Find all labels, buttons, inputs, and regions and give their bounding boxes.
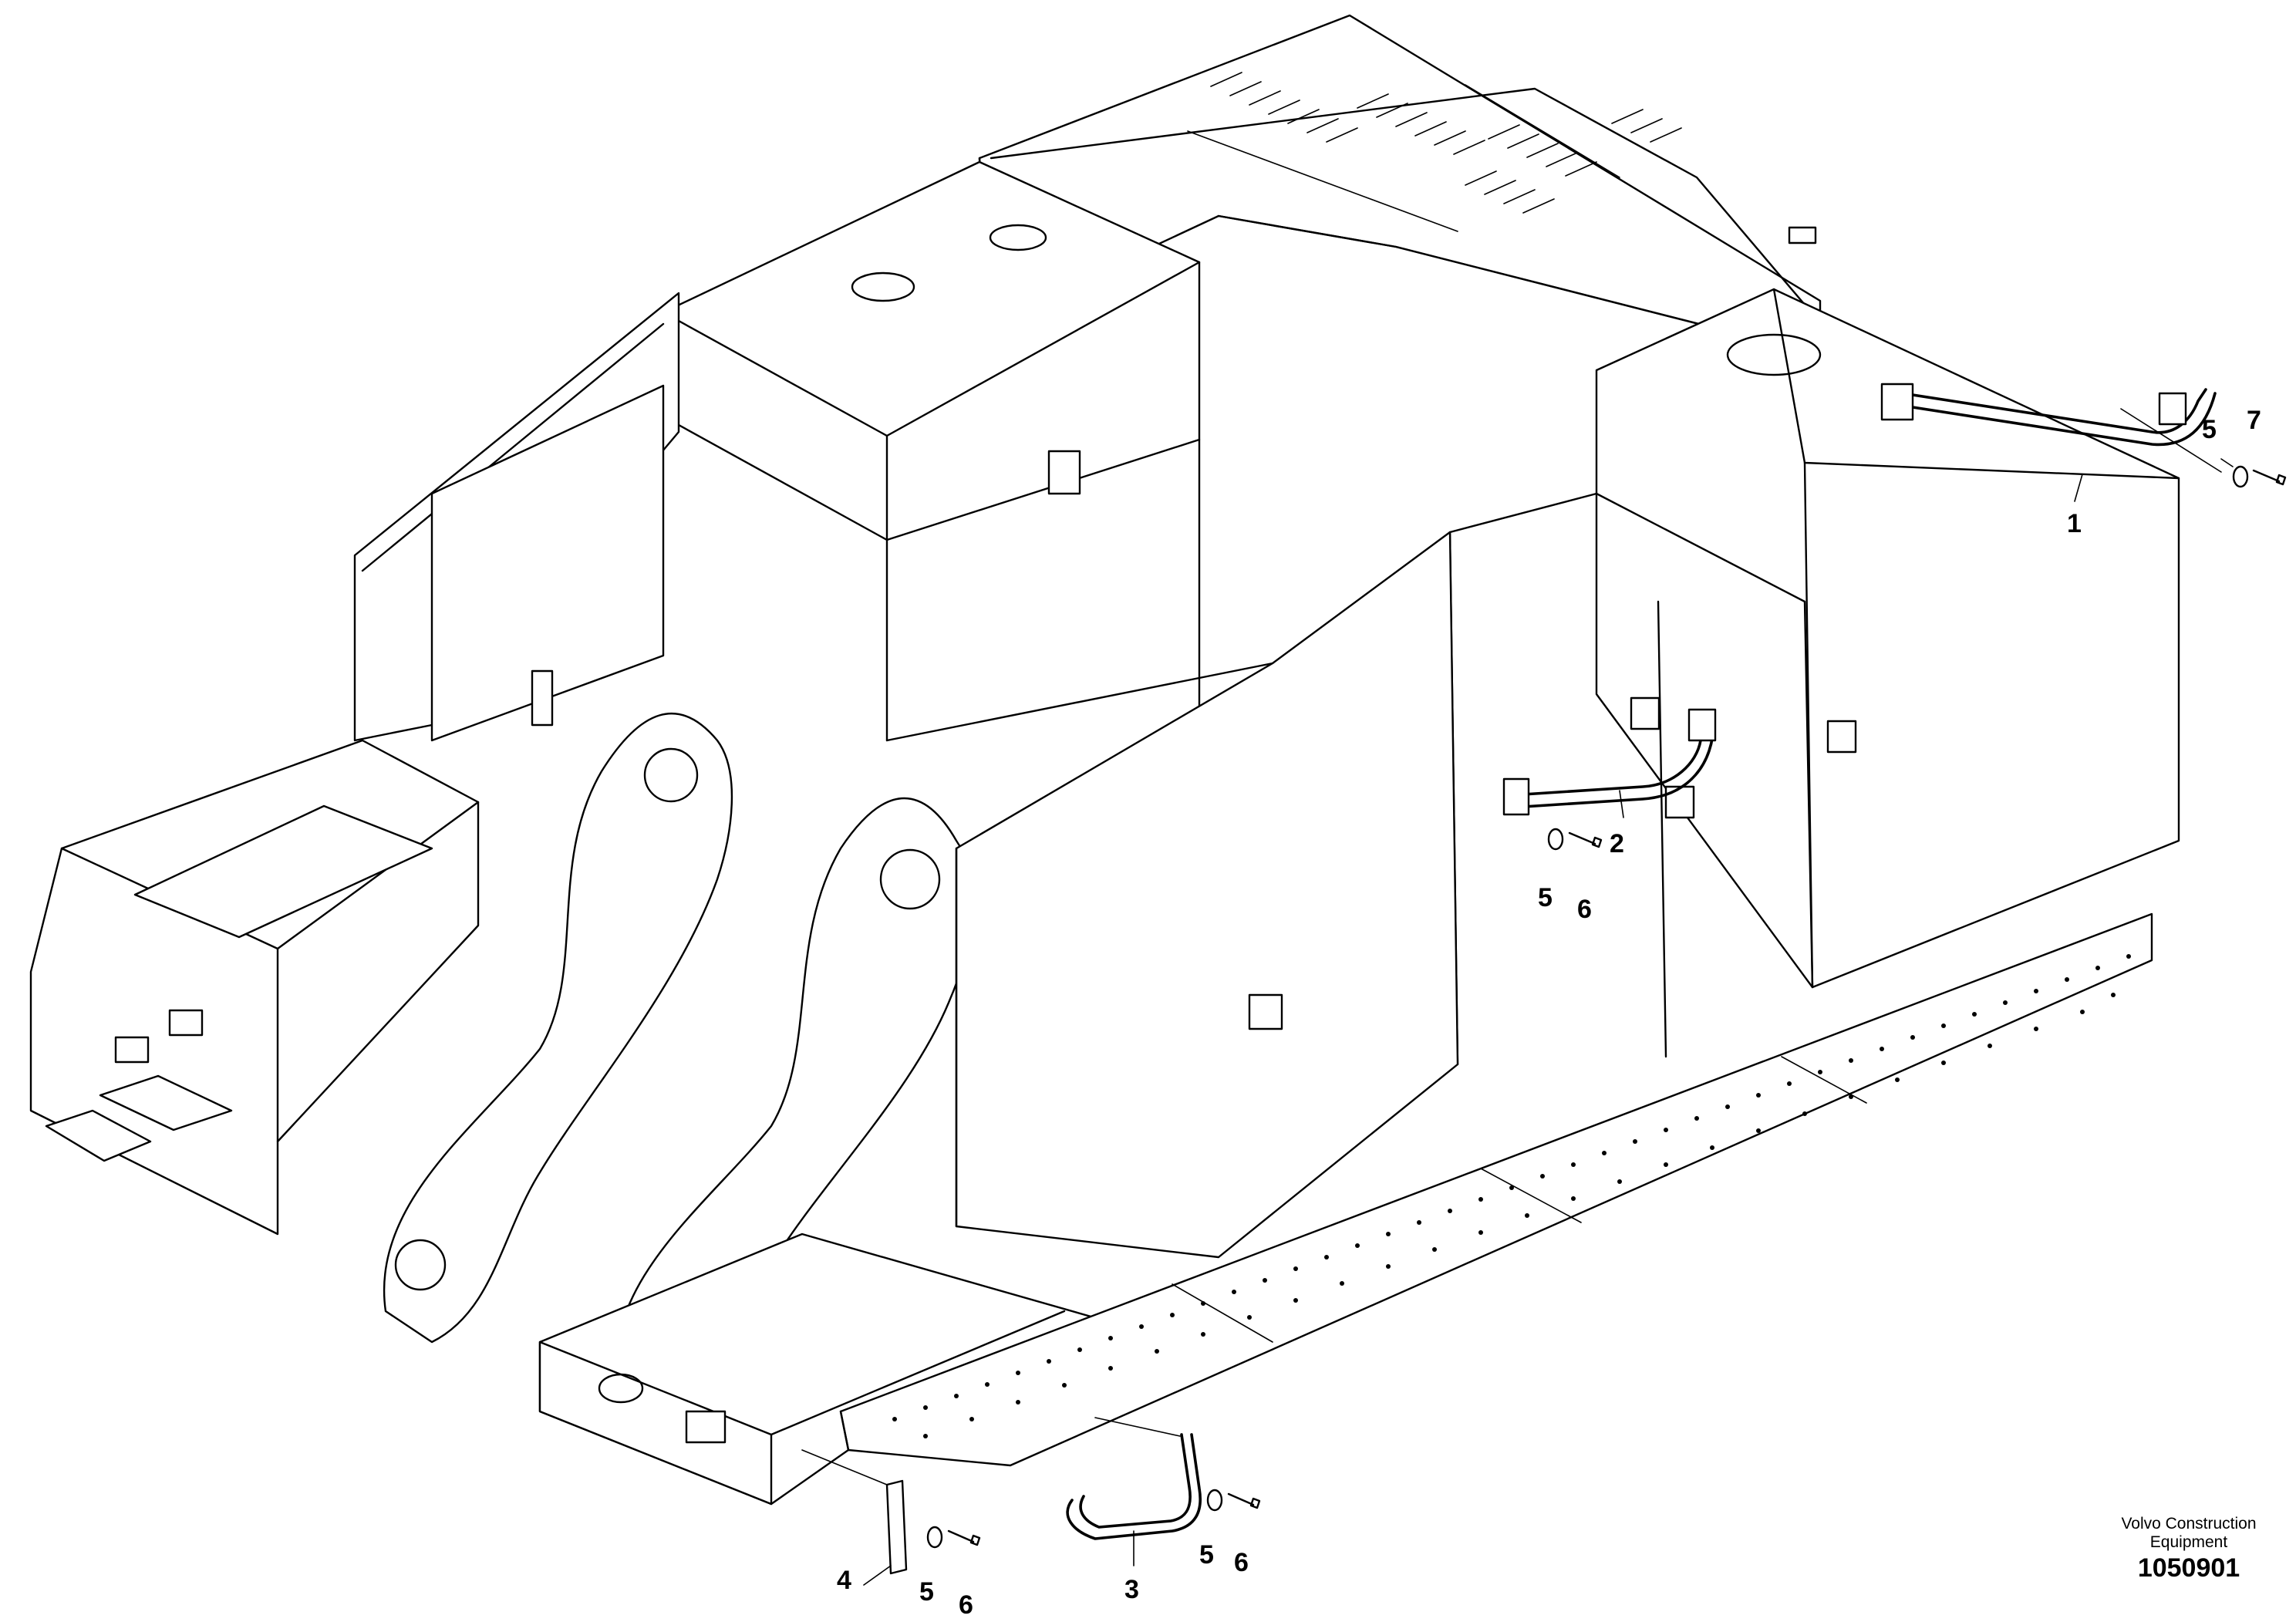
callout-5: 5 bbox=[2202, 415, 2217, 444]
tank-block bbox=[662, 160, 1201, 742]
washer-5-top bbox=[2232, 465, 2249, 488]
bolt-6-mid bbox=[1568, 831, 1603, 848]
bolt-7-top bbox=[2252, 469, 2287, 486]
part-4-plate bbox=[801, 1449, 908, 1575]
bolt-6-bottom-right bbox=[1227, 1492, 1261, 1509]
callout-6: 6 bbox=[1234, 1548, 1249, 1577]
callout-5: 5 bbox=[919, 1577, 934, 1607]
handrail-1 bbox=[1880, 383, 2222, 473]
callout-5: 5 bbox=[1199, 1540, 1214, 1570]
callout-3: 3 bbox=[1124, 1575, 1139, 1604]
leader-lines bbox=[863, 458, 2234, 1586]
drawing-number: 1050901 bbox=[2137, 1553, 2240, 1583]
callout-2: 2 bbox=[1610, 829, 1624, 858]
washer-5-bottom-left bbox=[926, 1526, 943, 1549]
washer-5-mid bbox=[1547, 828, 1564, 851]
vendor-line-1: Volvo Construction bbox=[2121, 1515, 2257, 1533]
callout-6: 6 bbox=[1577, 895, 1592, 924]
handrail-3 bbox=[1066, 1417, 1202, 1540]
main-frame bbox=[885, 531, 1459, 1259]
callout-7: 7 bbox=[2247, 406, 2261, 435]
step-rung bbox=[45, 1074, 233, 1162]
handrail-2 bbox=[1502, 708, 1717, 816]
callout-labels: 1 2 3 4 5 5 5 5 6 6 6 7 bbox=[837, 406, 2261, 1620]
cab-wall bbox=[353, 292, 680, 742]
engine-hood bbox=[978, 14, 1822, 356]
callout-4: 4 bbox=[837, 1566, 851, 1595]
fasteners bbox=[926, 465, 2287, 1549]
callout-6: 6 bbox=[959, 1590, 973, 1620]
vendor-line-2: Equipment bbox=[2149, 1533, 2228, 1551]
left-deck bbox=[29, 739, 480, 1236]
front-frame-box bbox=[538, 1233, 1128, 1506]
walkway-holes bbox=[892, 954, 2131, 1438]
bolt-6-bottom-left bbox=[947, 1529, 981, 1546]
hood-louvres bbox=[1210, 72, 1682, 214]
walkway-plates bbox=[839, 912, 2153, 1467]
callout-1: 1 bbox=[2067, 509, 2082, 538]
washer-5-bottom-right bbox=[1206, 1489, 1223, 1512]
callout-5: 5 bbox=[1538, 883, 1553, 912]
